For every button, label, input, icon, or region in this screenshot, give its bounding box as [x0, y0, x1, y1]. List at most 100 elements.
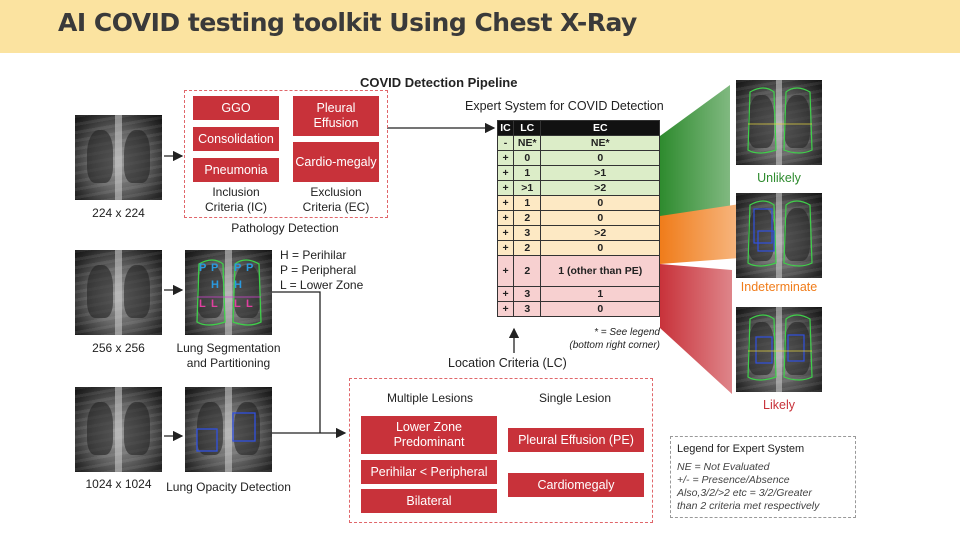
- outcome-likely-label: Likely: [763, 398, 795, 412]
- table-header-row: IC LC EC: [496, 120, 660, 136]
- zone-key-peripheral: P = Peripheral: [280, 263, 357, 277]
- table-cell-lc: NE*: [513, 135, 542, 151]
- table-cell-ic: +: [496, 210, 515, 226]
- table-header-lc: LC: [513, 120, 542, 136]
- exclusion-criteria-label: Exclusion Criteria (EC): [302, 185, 370, 214]
- table-cell-ic: +: [496, 301, 515, 317]
- table-cell-ic: +: [496, 180, 515, 196]
- unlikely-overlay: [747, 87, 813, 154]
- table-cell-lc: 3: [513, 286, 542, 302]
- opacity-boxes-overlay: [196, 412, 256, 452]
- criteria-bilateral: Bilateral: [361, 489, 497, 513]
- likely-overlay: [747, 314, 813, 381]
- resolution-1024-label: 1024 x 1024: [85, 477, 152, 491]
- table-cell-lc: 1: [513, 195, 542, 211]
- page-title: AI COVID testing toolkit Using Chest X-R…: [58, 8, 637, 37]
- table-cell-lc: >1: [513, 180, 542, 196]
- xray-input-1024: [75, 387, 162, 472]
- table-cell-ic: +: [496, 286, 515, 302]
- table-cell-ec: 0: [540, 210, 660, 226]
- resolution-256-label: 256 x 256: [92, 341, 145, 355]
- table-cell-lc: 2: [513, 255, 542, 287]
- table-cell-ec: 1 (other than PE): [540, 255, 660, 287]
- table-row: +1>1: [496, 165, 660, 181]
- legend-line-also: Also,3/2/>2 etc = 3/2/Greater: [677, 487, 812, 499]
- table-row: -NE*NE*: [496, 135, 660, 151]
- table-cell-ic: +: [496, 225, 515, 241]
- table-cell-lc: 2: [513, 240, 542, 256]
- zone-h2: H: [234, 279, 242, 291]
- table-header-ic: IC: [496, 120, 515, 136]
- table-cell-ic: +: [496, 255, 515, 287]
- table-cell-ec: 0: [540, 195, 660, 211]
- table-cell-ec: 0: [540, 240, 660, 256]
- zone-h1: H: [211, 279, 219, 291]
- legend-title: Legend for Expert System: [677, 443, 805, 455]
- table-cell-lc: 3: [513, 301, 542, 317]
- table-cell-ec: 1: [540, 286, 660, 302]
- criteria-pleural-effusion-pe: Pleural Effusion (PE): [508, 428, 644, 452]
- criteria-consolidation: Consolidation: [193, 127, 279, 151]
- table-note-corner: (bottom right corner): [569, 340, 660, 351]
- zone-l3: L: [234, 298, 241, 310]
- table-cell-ic: -: [496, 135, 515, 151]
- table-note-legend: * = See legend: [594, 327, 660, 338]
- zone-p2: P: [211, 262, 219, 274]
- segmentation-label: Lung Segmentation and Partitioning: [176, 341, 281, 370]
- table-cell-lc: 2: [513, 210, 542, 226]
- zone-l1: L: [199, 298, 206, 310]
- table-cell-lc: 0: [513, 150, 542, 166]
- zone-p1: P: [199, 262, 207, 274]
- xray-input-224: [75, 115, 162, 200]
- line-seg-merge: [272, 291, 321, 433]
- table-cell-ic: +: [496, 165, 515, 181]
- zone-key-lower: L = Lower Zone: [280, 278, 364, 292]
- pipeline-title: COVID Detection Pipeline: [360, 75, 518, 90]
- pathology-detection-label: Pathology Detection: [231, 221, 339, 235]
- title-banner: [0, 0, 960, 53]
- criteria-pleural-effusion: Pleural Effusion: [293, 96, 379, 136]
- expert-system-title: Expert System for COVID Detection: [465, 99, 664, 113]
- legend-line-ne: NE = Not Evaluated: [677, 461, 770, 473]
- zone-l4: L: [246, 298, 253, 310]
- table-cell-ec: NE*: [540, 135, 660, 151]
- criteria-pneumonia: Pneumonia: [193, 158, 279, 182]
- indeterminate-overlay: [747, 200, 813, 267]
- table-cell-ec: >2: [540, 180, 660, 196]
- table-cell-ic: +: [496, 195, 515, 211]
- table-cell-lc: 3: [513, 225, 542, 241]
- zone-p3: P: [234, 262, 242, 274]
- xray-input-256: [75, 250, 162, 335]
- xray-segmentation: [185, 250, 272, 335]
- legend-box: [670, 436, 856, 518]
- table-cell-ec: >1: [540, 165, 660, 181]
- single-lesion-title: Single Lesion: [538, 391, 612, 405]
- location-criteria-box: [349, 378, 653, 523]
- pathology-detection-box: [184, 90, 388, 218]
- criteria-lower-zone: Lower Zone Predominant: [361, 416, 497, 454]
- table-row: +3>2: [496, 225, 660, 241]
- table-cell-ic: +: [496, 150, 515, 166]
- legend-line-criteria: than 2 criteria met respectively: [677, 500, 820, 512]
- legend-line-presence: +/- = Presence/Absence: [677, 474, 790, 486]
- resolution-224-label: 224 x 224: [92, 206, 145, 220]
- zone-l2: L: [211, 298, 218, 310]
- criteria-cardiomegaly: Cardio-megaly: [293, 142, 379, 182]
- opacity-detection-label: Lung Opacity Detection: [166, 480, 291, 494]
- lung-outline-overlay: [196, 259, 262, 326]
- table-header-ec: EC: [540, 120, 660, 136]
- table-cell-ec: 0: [540, 150, 660, 166]
- table-cell-ec: 0: [540, 301, 660, 317]
- criteria-ggo: GGO: [193, 96, 279, 120]
- table-cell-ic: +: [496, 240, 515, 256]
- criteria-perihilar-peripheral: Perihilar < Peripheral: [361, 460, 497, 484]
- outcome-unlikely-label: Unlikely: [757, 171, 801, 185]
